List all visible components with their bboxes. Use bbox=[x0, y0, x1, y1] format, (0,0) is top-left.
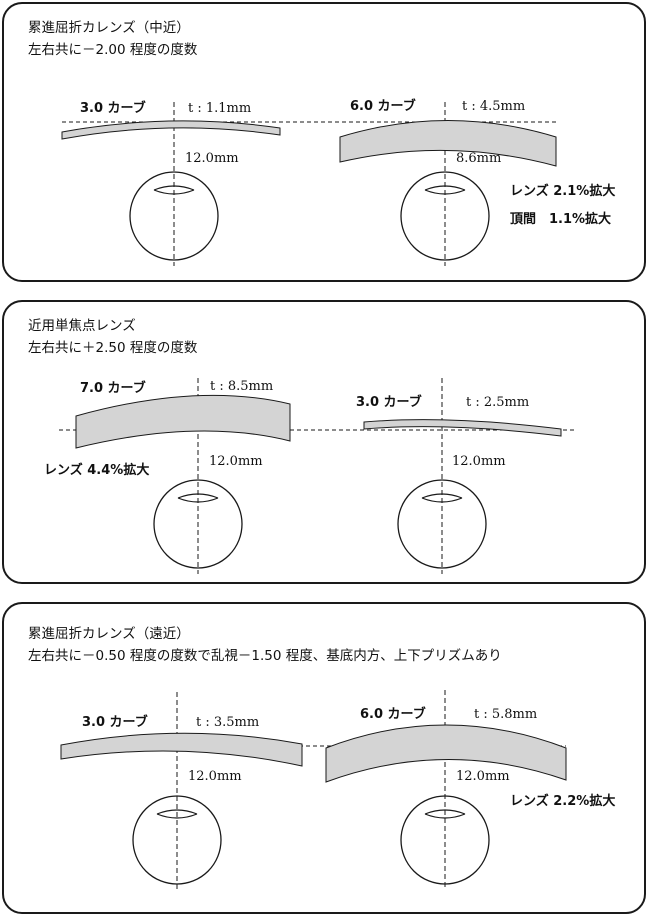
eye-icon bbox=[397, 479, 487, 569]
eye-icon bbox=[129, 171, 219, 261]
thickness-label-right: t : 5.8mm bbox=[474, 707, 537, 722]
thickness-label-left: t : 8.5mm bbox=[210, 379, 273, 394]
panel-title: 累進屈折カレンズ（遠近） bbox=[28, 626, 190, 642]
lens-right bbox=[363, 419, 562, 437]
thickness-label-left: t : 1.1mm bbox=[188, 101, 251, 116]
curve-label-right: 6.0 カーブ bbox=[350, 98, 416, 114]
magnification-note: レンズ 2.2%拡大 bbox=[510, 793, 615, 809]
distance-label-left: 12.0mm bbox=[185, 151, 239, 166]
eye-icon bbox=[400, 795, 490, 885]
lens-left bbox=[60, 732, 303, 767]
distance-label-right: 12.0mm bbox=[456, 769, 510, 784]
distance-label-left: 12.0mm bbox=[188, 769, 242, 784]
distance-label-right: 12.0mm bbox=[452, 454, 506, 469]
curve-label-right: 6.0 カーブ bbox=[360, 706, 426, 722]
distance-label-right: 8.6mm bbox=[456, 151, 501, 166]
lens-right bbox=[339, 120, 557, 167]
magnification-note: レンズ 4.4%拡大 bbox=[44, 462, 149, 478]
panel-far-near-progressive: 累進屈折カレンズ（遠近） 左右共に－0.50 程度の度数で乱視－1.50 程度、… bbox=[2, 602, 646, 914]
eye-icon bbox=[153, 479, 243, 569]
panel2-diagram: 7.0 カーブ t : 8.5mm 12.0mm レンズ 4.4%拡大 3.0 … bbox=[44, 378, 574, 574]
panel-subtitle: 左右共に＋2.50 程度の度数 bbox=[28, 340, 198, 356]
lens-right bbox=[325, 724, 567, 783]
panel-title: 累進屈折カレンズ（中近） bbox=[28, 20, 190, 36]
thickness-label-right: t : 2.5mm bbox=[466, 395, 529, 410]
vertex-magnification-note: 頂間 1.1%拡大 bbox=[510, 211, 611, 227]
eye-icon bbox=[132, 795, 222, 885]
lens-left bbox=[61, 120, 281, 140]
lens-left bbox=[75, 394, 291, 449]
thickness-label-left: t : 3.5mm bbox=[196, 715, 259, 730]
curve-label-left: 7.0 カーブ bbox=[80, 380, 146, 396]
eye-icon bbox=[400, 171, 490, 261]
thickness-label-right: t : 4.5mm bbox=[462, 99, 525, 114]
panel-title: 近用単焦点レンズ bbox=[28, 318, 136, 334]
panel-subtitle: 左右共に－2.00 程度の度数 bbox=[28, 42, 198, 58]
panel-subtitle: 左右共に－0.50 程度の度数で乱視－1.50 程度、基底内方、上下プリズムあり bbox=[28, 648, 502, 664]
panel3-diagram: 3.0 カーブ t : 3.5mm 12.0mm 6.0 カーブ t : 5.8… bbox=[60, 690, 615, 889]
curve-label-left: 3.0 カーブ bbox=[80, 100, 146, 116]
panel-mid-near-progressive: 累進屈折カレンズ（中近） 左右共に－2.00 程度の度数 3.0 カーブ t :… bbox=[2, 2, 646, 282]
panel-near-single-vision: 近用単焦点レンズ 左右共に＋2.50 程度の度数 7.0 カーブ t : 8.5… bbox=[2, 300, 646, 584]
magnification-note: レンズ 2.1%拡大 bbox=[510, 183, 615, 199]
distance-label-left: 12.0mm bbox=[209, 454, 263, 469]
curve-label-right: 3.0 カーブ bbox=[356, 394, 422, 410]
panel1-diagram: 3.0 カーブ t : 1.1mm 12.0mm 6.0 カーブ t : 4.5… bbox=[61, 98, 615, 266]
curve-label-left: 3.0 カーブ bbox=[82, 714, 148, 730]
